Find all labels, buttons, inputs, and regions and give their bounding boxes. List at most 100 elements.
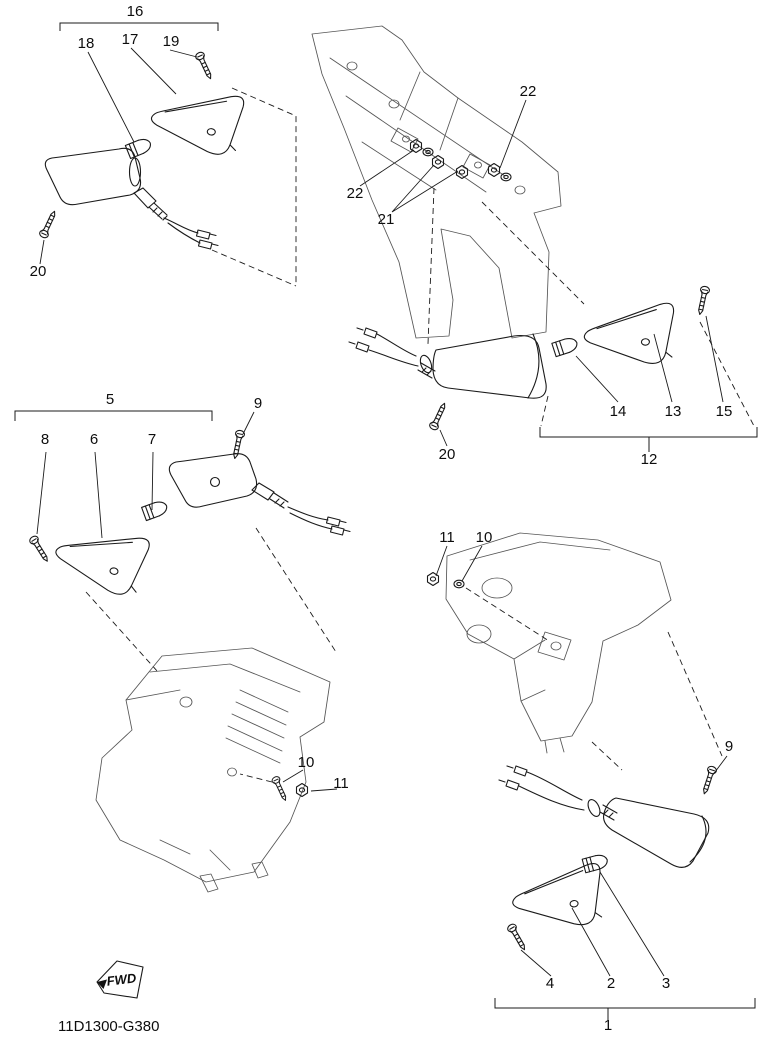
frame-hole [346, 61, 358, 71]
flange-nut-22-left [409, 138, 423, 154]
callout-8: 8 [41, 431, 49, 448]
lamp-wires [163, 217, 201, 244]
frame-hole [388, 99, 400, 109]
lamp-body-rim [689, 815, 707, 863]
lens-cover-17 [147, 87, 245, 158]
signal-assembly-16 [37, 22, 297, 287]
leader-lines-12 [439, 315, 724, 447]
side-panel-inner-lines [469, 541, 611, 754]
side-panel-bracket-hole [550, 641, 562, 651]
bulb-14 [551, 335, 580, 358]
fwd-arrow-icon [97, 979, 107, 989]
cowl-tabs [199, 861, 269, 893]
projection-dashed-12 [427, 187, 755, 427]
bulb-7 [141, 498, 170, 522]
assembly-bracket-1 [494, 998, 756, 1020]
callout-10-lower: 10 [298, 754, 315, 771]
screw-8 [27, 534, 52, 565]
leader-lines-panel [435, 545, 483, 582]
lamp-stem [251, 482, 275, 501]
frame-hole [514, 185, 526, 195]
callout-22-left: 22 [347, 185, 364, 202]
callout-9-front: 9 [254, 395, 262, 412]
leader-lines-16 [39, 47, 198, 265]
cowl-vent-slats [225, 689, 289, 764]
screw-20-rear [427, 400, 450, 432]
callout-22-top: 22 [520, 83, 537, 100]
lamp-body-rim [527, 333, 540, 399]
fwd-label: FWD [106, 970, 138, 989]
lamp-body-hole [209, 476, 221, 488]
part-code: 11D1300-G380 [58, 1018, 159, 1035]
leader-lines-cowl [282, 769, 338, 792]
signal-assembly-5 [14, 410, 351, 673]
cowl-mount-hole [227, 767, 237, 777]
side-panel-drawing [426, 532, 723, 771]
assembly-bracket-5 [14, 410, 213, 421]
callout-2: 2 [607, 975, 615, 992]
stem-thread [599, 804, 618, 821]
side-panel-hole [466, 624, 492, 644]
callout-labels: 16 18 17 19 20 22 22 21 14 13 15 12 20 5… [30, 3, 734, 1034]
frame-inner-lines [329, 57, 506, 193]
frame-drawing [311, 25, 562, 339]
frame-mount-tab [390, 127, 419, 153]
callout-19: 19 [163, 33, 180, 50]
lamp-wires [287, 506, 333, 530]
projection-dashed-cowl [239, 773, 273, 783]
lens-cover-2 [509, 862, 606, 933]
callout-6: 6 [90, 431, 98, 448]
callout-20-rear: 20 [439, 446, 456, 463]
cowl-outline [95, 647, 331, 883]
callout-3: 3 [662, 975, 670, 992]
lamp-stem-joint [587, 799, 601, 817]
washer-22-top [500, 172, 512, 182]
callout-21: 21 [378, 211, 395, 228]
leader-lines-1 [520, 755, 728, 977]
wire-connectors [195, 229, 219, 250]
projection-dashed-panel [465, 587, 723, 771]
assembly-bracket-16 [59, 22, 219, 31]
front-cowl-drawing [95, 647, 338, 893]
callout-4: 4 [546, 975, 554, 992]
leader-lines-frame [359, 99, 527, 213]
lamp-body-outline [432, 334, 547, 399]
leader-lines-5 [36, 411, 255, 539]
stem-thread [269, 492, 289, 509]
side-panel-outline [445, 532, 672, 742]
callout-10-upper: 10 [476, 529, 493, 546]
callout-16: 16 [127, 3, 144, 20]
fwd-direction-marker: FWD [96, 960, 144, 999]
lamp-wires [368, 333, 419, 367]
frame-tab-hole [474, 161, 482, 169]
screw-19 [193, 50, 216, 82]
flange-nut-22-top [487, 162, 501, 178]
callout-9-rear: 9 [725, 738, 733, 755]
projection-dashed-5 [85, 527, 337, 673]
lamp-body-outline [168, 453, 258, 508]
signal-assembly-12 [348, 187, 758, 452]
assembly-bracket-12 [539, 427, 758, 452]
lamp-body-outline [603, 797, 710, 868]
callout-11-upper: 11 [439, 529, 455, 546]
projection-dashed-16 [211, 87, 297, 287]
stem-thread [148, 202, 168, 221]
bulb-3 [581, 852, 610, 874]
lens-cover-6 [49, 520, 152, 600]
frame-tab-hole [402, 135, 410, 143]
side-panel-hole [481, 577, 513, 599]
callout-1: 1 [604, 1017, 612, 1034]
nut-11-lower [295, 782, 309, 798]
wire-connectors [348, 327, 378, 353]
callout-15: 15 [716, 403, 733, 420]
callout-14: 14 [610, 403, 627, 420]
screw-4 [505, 922, 529, 953]
callout-7: 7 [148, 431, 156, 448]
wire-connectors [498, 765, 528, 791]
screw-9-rear [699, 764, 718, 796]
lamp-stem [133, 187, 157, 209]
frame-mount-tab [462, 153, 491, 179]
callout-13: 13 [665, 403, 682, 420]
